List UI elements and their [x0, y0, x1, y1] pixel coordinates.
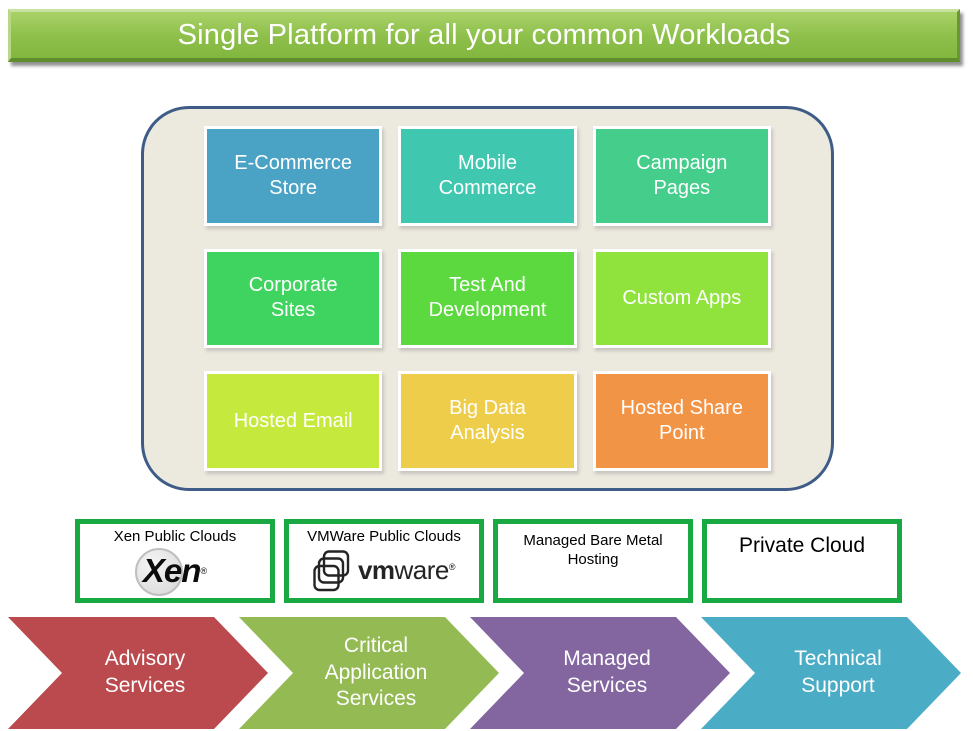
workload-tile-ecommerce-store: E-Commerce Store [204, 126, 383, 226]
platform-box-bare-metal: Managed Bare Metal Hosting [493, 519, 693, 603]
service-chevron-technical-support: Technical Support [701, 617, 961, 729]
platform-box-private-cloud: Private Cloud [702, 519, 902, 603]
xen-logo: Xen ® [134, 547, 208, 596]
xen-registered-mark: ® [200, 565, 208, 576]
title-banner: Single Platform for all your common Work… [8, 9, 960, 62]
workload-tile-big-data-analysis: Big Data Analysis [398, 371, 577, 471]
workload-tile-hosted-email: Hosted Email [204, 371, 383, 471]
service-label-managed: Managed Services [563, 647, 651, 697]
service-chevron-advisory: Advisory Services [8, 617, 268, 729]
workload-tile-hosted-share-point: Hosted Share Point [592, 371, 771, 471]
platform-label-vmware: VMWare Public Clouds [307, 528, 461, 545]
workload-tile-test-and-development: Test And Development [398, 248, 577, 349]
xen-logo-text: Xen [142, 551, 202, 589]
service-label-technical-support: Technical Support [794, 647, 882, 697]
platform-box-xen: Xen Public Clouds Xen ® [75, 519, 275, 603]
platform-label-private-cloud: Private Cloud [738, 534, 866, 557]
vmware-logo-text: vmware® [357, 555, 456, 586]
xen-logo-circle-icon [134, 547, 183, 596]
vmware-boxes-icon [313, 550, 350, 591]
services-row: Advisory Services Critical Application S… [8, 617, 961, 729]
platforms-row: Xen Public Clouds Xen ® VMWare Public Cl… [75, 519, 902, 603]
workload-tile-mobile-commerce: Mobile Commerce [398, 126, 577, 226]
vmware-logo: vmware® [313, 550, 456, 592]
workload-tile-custom-apps: Custom Apps [592, 248, 771, 349]
vmware-registered-mark: ® [448, 561, 456, 572]
workloads-panel: E-Commerce Store Mobile Commerce Campaig… [141, 106, 834, 491]
page-title: Single Platform for all your common Work… [177, 18, 791, 51]
workload-tile-campaign-pages: Campaign Pages [592, 126, 771, 226]
workload-tile-corporate-sites: Corporate Sites [204, 248, 383, 349]
platform-box-vmware: VMWare Public Clouds vmware® [284, 519, 484, 603]
platform-label-xen: Xen Public Clouds [113, 528, 237, 545]
service-chevron-managed: Managed Services [470, 617, 730, 729]
service-chevron-critical-application: Critical Application Services [239, 617, 499, 729]
service-label-critical-application: Critical Application Services [324, 633, 428, 711]
service-label-advisory: Advisory Services [104, 647, 186, 697]
platform-label-bare-metal: Managed Bare Metal Hosting [523, 532, 663, 568]
